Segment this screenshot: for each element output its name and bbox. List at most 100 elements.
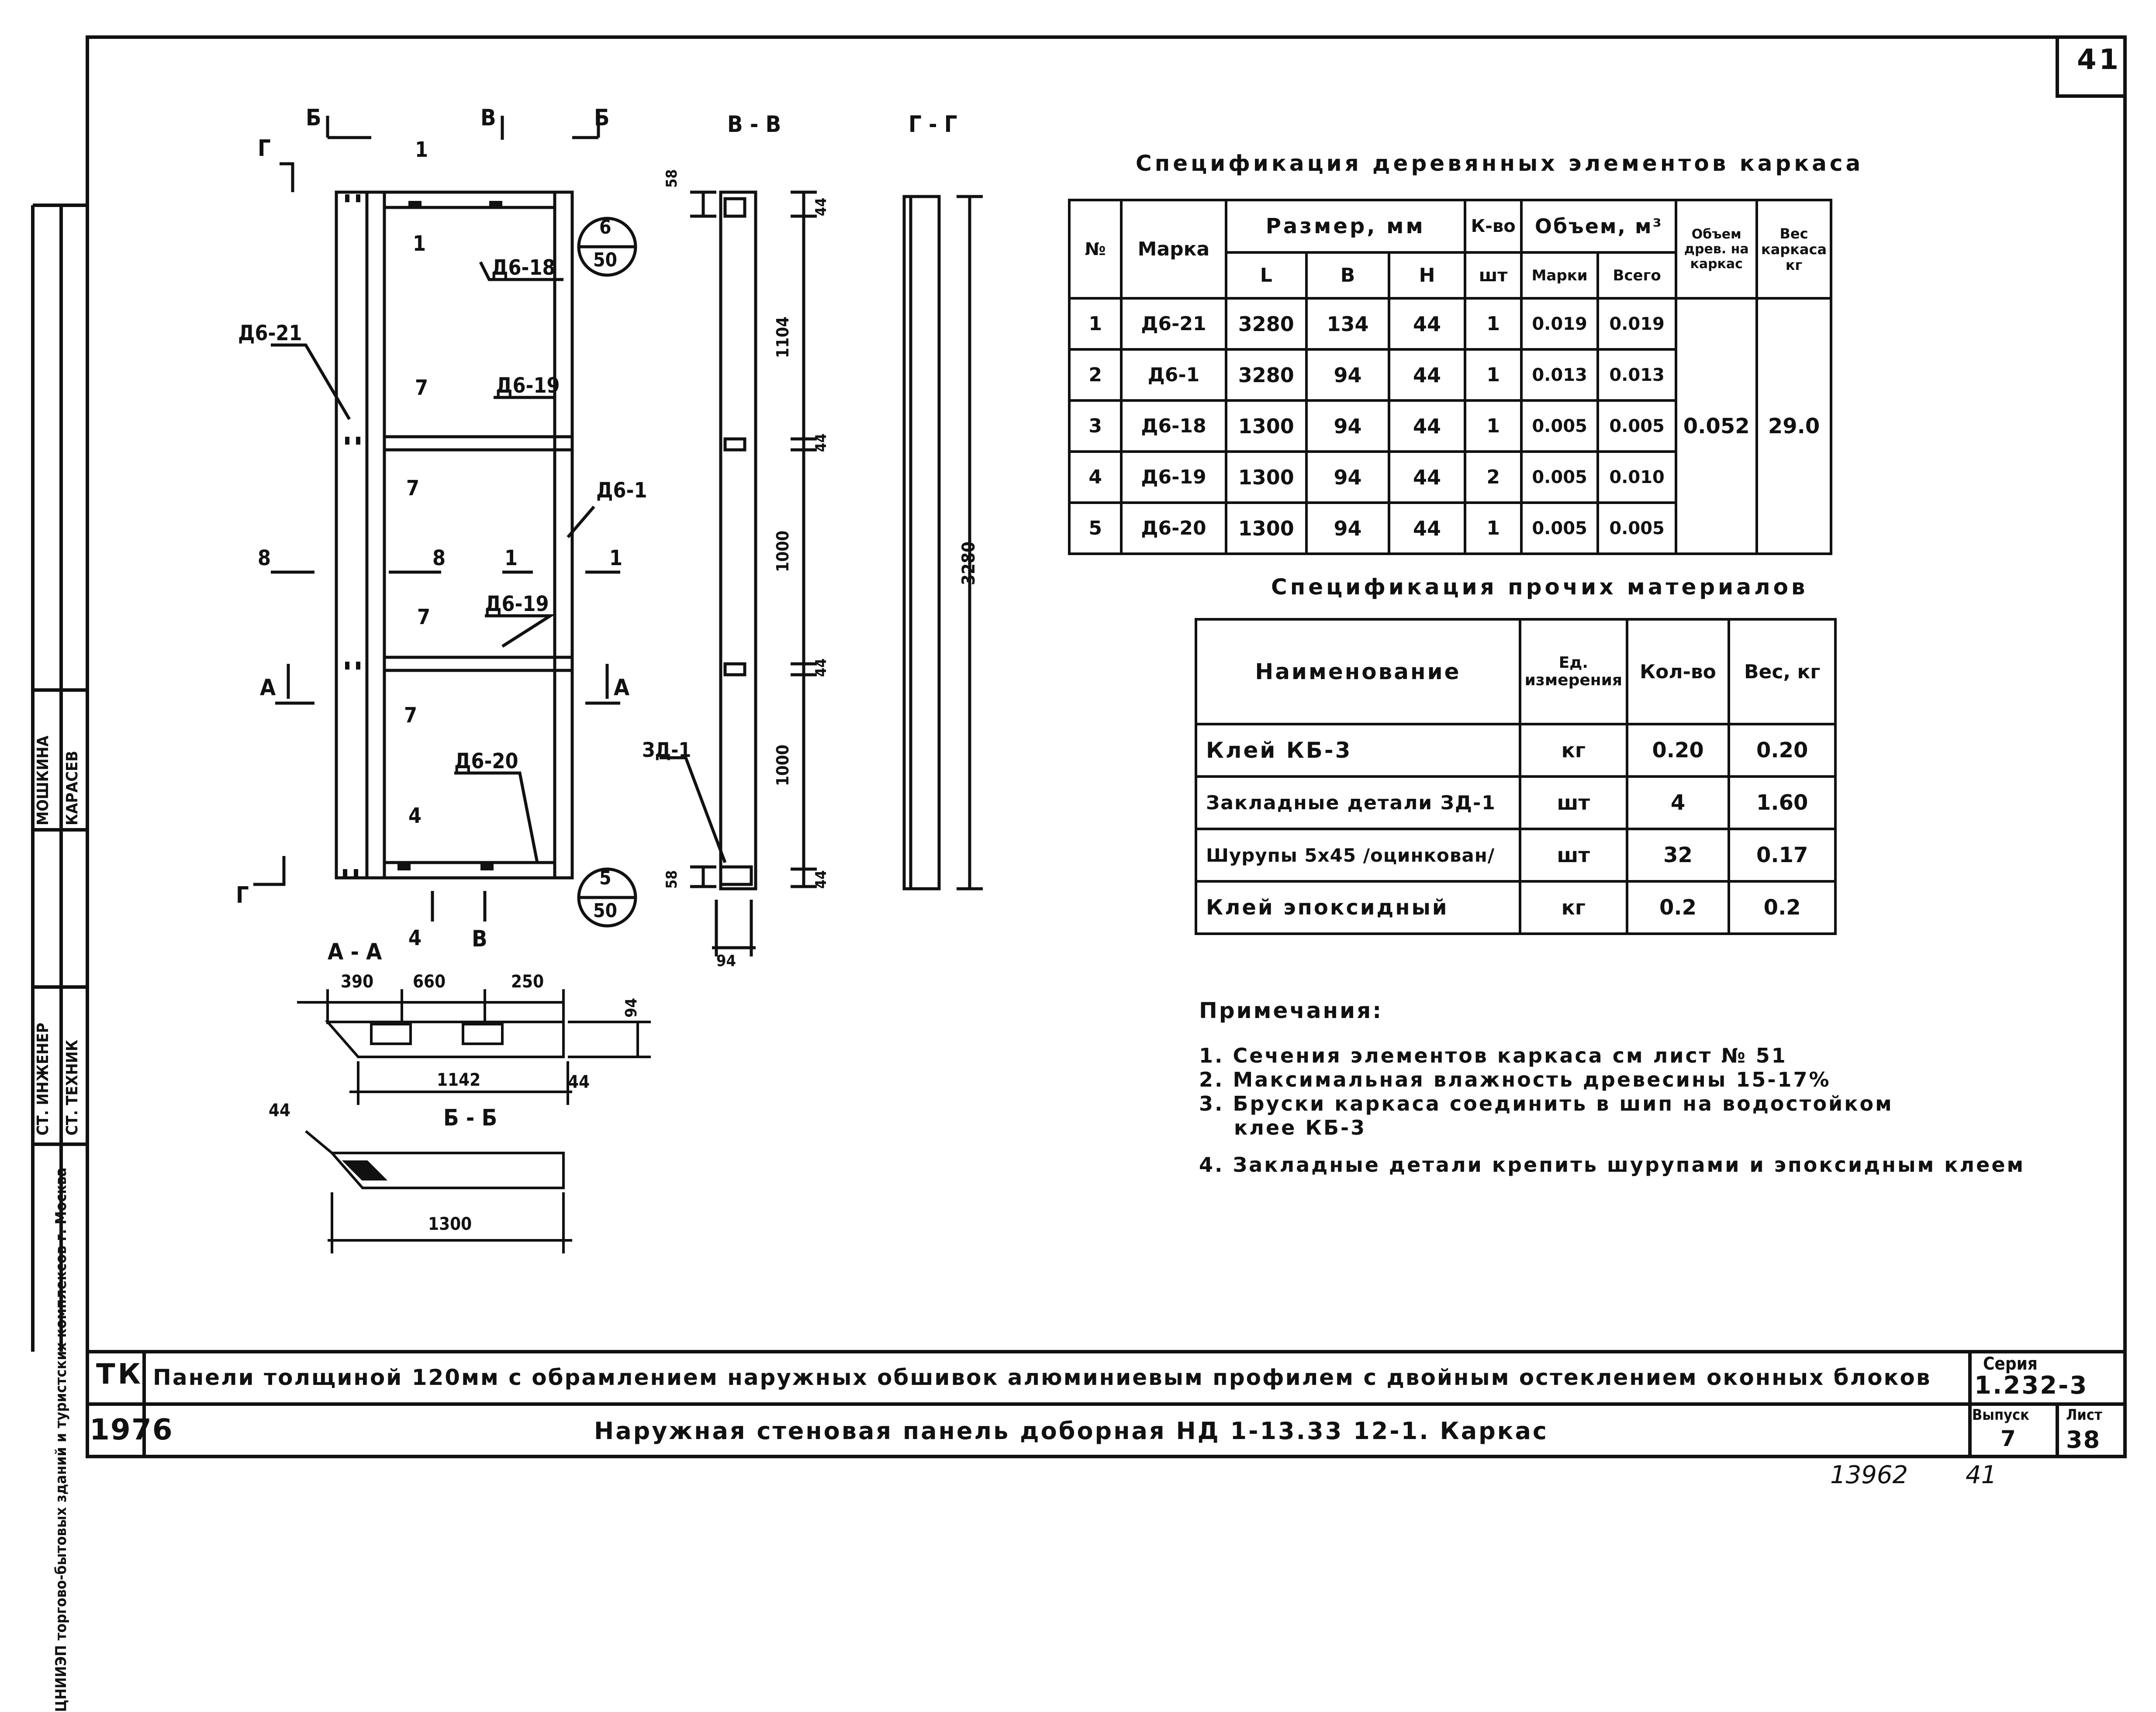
role-engineer: СТ. ИНЖЕНЕР: [34, 1022, 52, 1136]
notes-title: Примечания:: [1199, 998, 1383, 1023]
cell-unit: кг: [1518, 723, 1628, 778]
cut-g-top: Г: [258, 135, 271, 162]
cell-vol-total: 0.019: [1596, 297, 1678, 351]
cell-mark: Д6-21: [1120, 297, 1227, 351]
mark-7-c: 7: [417, 605, 431, 629]
cell-vol-total: 0.010: [1596, 450, 1678, 504]
cell-vol-total: 0.013: [1596, 348, 1678, 402]
cell-name: Клей КБ-3: [1195, 723, 1521, 778]
hdr-size: Размер, мм: [1224, 199, 1466, 254]
vv-dim-58-bottom: 58: [663, 870, 681, 889]
cell-qty: 1: [1463, 348, 1523, 402]
vv-dim-58-top: 58: [663, 169, 681, 188]
mark-4-a: 4: [408, 804, 422, 828]
cell-vol-mark: 0.005: [1520, 501, 1599, 555]
vv-dim-44-a: 44: [812, 197, 830, 216]
cell-qty: 4: [1625, 775, 1731, 830]
cut-b-right: Б: [594, 105, 610, 131]
cell-unit: шт: [1518, 828, 1628, 883]
cell-B: 94: [1305, 399, 1391, 453]
vv-dim-94: 94: [716, 952, 736, 970]
hdr-vol-mark: Марки: [1520, 251, 1599, 300]
gg-dim-3280: 3280: [959, 541, 979, 585]
vv-label-zd1: ЗД-1: [642, 738, 691, 762]
aa-dim-390: 390: [341, 972, 374, 992]
mark-1-d: 1: [609, 546, 623, 570]
cell-qty: 1: [1463, 501, 1523, 555]
table-row: 1 Д6-21 3280 134 44 1 0.019 0.019 0.052 …: [1068, 297, 1832, 555]
hdr-num: №: [1068, 199, 1123, 300]
issue-value: 7: [2001, 1426, 2018, 1451]
name-technician: КАРАСЕВ: [63, 751, 81, 825]
view-aa-title: А - А: [328, 939, 382, 965]
hdr-vol-total: Всего: [1596, 251, 1678, 300]
hdr-mark: Марка: [1120, 199, 1227, 300]
stamp-tk: ТК: [96, 1358, 143, 1391]
stamp-year: 1976: [90, 1413, 173, 1446]
table-row: Клей КБ-3 кг 0.20 0.20: [1195, 723, 1837, 778]
callout-d6-19-a: Д6-19: [496, 373, 560, 398]
spec-wood-title: Спецификация деревянных элементов каркас…: [1136, 151, 1864, 176]
aa-dim-250: 250: [511, 972, 544, 992]
sheet-label: Лист: [2066, 1406, 2102, 1424]
aa-dim-1142: 1142: [437, 1070, 481, 1090]
view-vv-title: В - В: [727, 111, 781, 138]
bottom-sheet: 41: [1966, 1461, 1997, 1489]
cell-L: 3280: [1224, 348, 1308, 402]
cell-n: 1: [1068, 297, 1123, 351]
note-3: 3. Бруски каркаса соединить в шип на вод…: [1199, 1092, 1893, 1115]
cell-qty: 2: [1463, 450, 1523, 504]
cut-v-bottom: В: [472, 926, 487, 952]
cell-vol-total: 0.005: [1596, 399, 1678, 453]
series-label: Серия: [1983, 1354, 2038, 1374]
hdr-L: L: [1224, 251, 1308, 300]
drawing-linework: [31, 35, 2127, 1458]
cell-H: 44: [1388, 399, 1466, 453]
series-value: 1.232-3: [1974, 1371, 2088, 1400]
cell-frame-weight: 29.0: [1755, 297, 1832, 555]
cell-unit: кг: [1518, 880, 1628, 935]
hdr-qty-unit: шт: [1463, 251, 1523, 300]
vv-dim-1000-b: 1000: [773, 744, 792, 786]
cell-n: 2: [1068, 348, 1123, 402]
mark-7-a: 7: [415, 376, 428, 400]
cell-mark: Д6-20: [1120, 501, 1227, 555]
callout-d6-19-b: Д6-19: [485, 592, 549, 616]
view-bb-title: Б - Б: [443, 1105, 498, 1131]
hdr-qty: Кол-во: [1625, 618, 1731, 725]
role-technician: СТ. ТЕХНИК: [63, 1039, 81, 1136]
cell-H: 44: [1388, 297, 1466, 351]
spec-other-table: Наименование Ед. измерения Кол-во Вес, к…: [1195, 618, 1837, 935]
cell-name: Закладные детали ЗД-1: [1195, 775, 1521, 830]
vv-dim-1000-a: 1000: [773, 530, 792, 572]
mark-1-b: 1: [413, 231, 426, 256]
hdr-volume: Объем, м³: [1520, 199, 1678, 254]
vv-dim-44-b: 44: [812, 433, 830, 452]
mark-8-a: 8: [258, 546, 271, 570]
cell-L: 3280: [1224, 297, 1308, 351]
view-gg-title: Г - Г: [909, 111, 957, 138]
table-row: 2 Д6-1 3280 94 44 1 0.013 0.013: [1068, 348, 1831, 402]
cell-L: 1300: [1224, 450, 1308, 504]
node-top-sheet: 50: [593, 249, 618, 271]
cell-qty: 1: [1463, 297, 1523, 351]
cell-weight: 0.2: [1728, 880, 1837, 935]
cell-n: 4: [1068, 450, 1123, 504]
bb-dim-44: 44: [269, 1101, 291, 1121]
issue-label: Выпуск: [1972, 1406, 2029, 1424]
cell-vol-mark: 0.019: [1520, 297, 1599, 351]
cell-qty: 1: [1463, 399, 1523, 453]
node-bottom-num: 5: [599, 867, 612, 889]
cell-qty: 0.20: [1625, 723, 1731, 778]
title-main: Панели толщиной 120мм с обрамлением нару…: [153, 1365, 1931, 1390]
cell-vol-mark: 0.013: [1520, 348, 1599, 402]
vv-dim-44-c: 44: [812, 658, 830, 677]
cell-vol-mark: 0.005: [1520, 399, 1599, 453]
hdr-weight: Вес каркаса кг: [1755, 199, 1832, 300]
cell-weight: 0.17: [1728, 828, 1837, 883]
cell-unit: шт: [1518, 775, 1628, 830]
cell-mark: Д6-19: [1120, 450, 1227, 504]
cell-L: 1300: [1224, 399, 1308, 453]
name-engineer: МОШКИНА: [34, 735, 52, 825]
cut-g-bottom: Г: [236, 882, 249, 908]
